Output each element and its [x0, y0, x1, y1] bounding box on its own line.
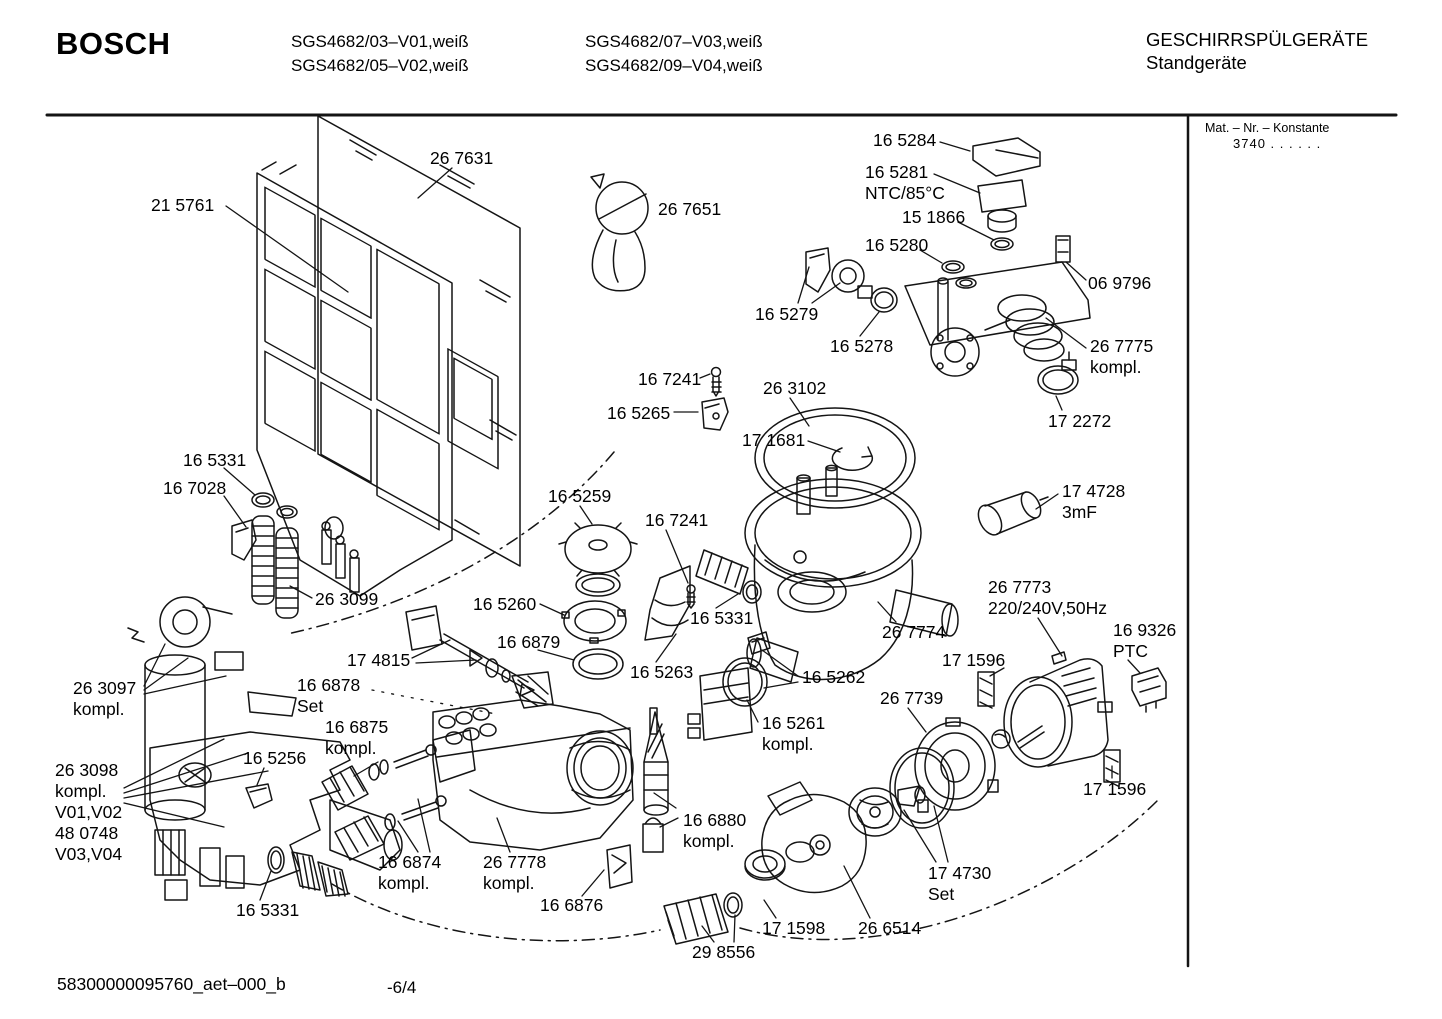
drain-bellows — [663, 892, 743, 945]
inlet-bracket — [644, 565, 691, 641]
part-label-26-3097: 26 3097 kompl. — [73, 678, 137, 719]
part-label-26-7631: 26 7631 — [430, 148, 494, 168]
part-label-17-2272: 17 2272 — [1048, 411, 1112, 431]
tank-panel — [256, 161, 453, 597]
part-label-16-5261: 16 5261 kompl. — [762, 713, 826, 754]
part-label-16-6875: 16 6875 kompl. — [325, 717, 389, 758]
part-label-16-6876: 16 6876 — [540, 895, 604, 915]
part-label-17-4730: 17 4730 Set — [928, 863, 992, 904]
part-label-26-7773: 26 7773 220/240V,50Hz — [988, 577, 1108, 618]
model-variant: SGS4682/09–V04,weiß — [585, 56, 763, 75]
part-label-26-7778: 26 7778 kompl. — [483, 852, 547, 893]
part-label-16-5331-a: 16 5331 — [183, 450, 247, 470]
part-label-16-5280: 16 5280 — [865, 235, 929, 255]
category-title: GESCHIRRSPÜLGERÄTE — [1146, 29, 1369, 50]
part-label-16-6878: 16 6878 Set — [297, 675, 361, 716]
frame-lines — [45, 113, 1398, 968]
part-label-16-6880: 16 6880 kompl. — [683, 810, 747, 851]
softener-assembly — [127, 596, 403, 901]
part-label-16-5331-c: 16 5331 — [236, 900, 300, 920]
part-label-16-5281: 16 5281 NTC/85°C — [865, 162, 945, 203]
part-label-26-7739: 26 7739 — [880, 688, 944, 708]
part-label-26-6514: 26 6514 — [858, 918, 922, 938]
part-label-16-5256: 16 5256 — [243, 748, 307, 768]
capacitor — [977, 491, 1049, 536]
sump-bellows — [695, 549, 762, 604]
mat-nr-label: Mat. – Nr. – Konstante — [1205, 121, 1330, 135]
ntc-sensor-group — [805, 137, 1071, 313]
leader-lines — [123, 141, 1141, 943]
part-label-15-1866: 15 1866 — [902, 207, 966, 227]
ptc-connector — [1131, 667, 1167, 713]
motor — [1003, 651, 1113, 768]
panel-clip — [231, 519, 257, 561]
part-label-16-9326: 16 9326 PTC — [1113, 620, 1177, 661]
part-label-16-5265: 16 5265 — [607, 403, 671, 423]
part-label-26-7651: 26 7651 — [658, 199, 722, 219]
pump-train — [744, 717, 1011, 894]
model-list-right: SGS4682/07–V03,weiß SGS4682/09–V04,weiß — [585, 30, 763, 78]
heater-assembly — [904, 261, 1091, 377]
part-label-06-9796: 06 9796 — [1088, 273, 1152, 293]
document-id: 58300000095760_aet–000_b — [57, 974, 286, 994]
part-label-17-1596-b: 17 1596 — [1083, 779, 1147, 799]
part-label-17-4815: 17 4815 — [347, 650, 411, 670]
part-label-16-6879: 16 6879 — [497, 632, 561, 652]
category-subtitle: Standgeräte — [1146, 52, 1247, 73]
salt-jug — [590, 173, 649, 292]
metering-nozzle — [511, 671, 554, 709]
flow-guides — [286, 451, 1159, 942]
part-label-16-5262: 16 5262 — [802, 667, 866, 687]
mat-nr-value: 3740 . . . . . . — [1233, 136, 1322, 151]
part-label-16-5278: 16 5278 — [830, 336, 894, 356]
sheet-number: -6/4 — [387, 978, 417, 997]
model-variant: SGS4682/05–V02,weiß — [291, 56, 469, 75]
brand-logo: BOSCH — [56, 26, 171, 61]
part-label-26-3099: 26 3099 — [315, 589, 379, 609]
part-label-17-1596-a: 17 1596 — [942, 650, 1006, 670]
screws — [686, 366, 722, 609]
hose-clamp — [1037, 351, 1079, 395]
part-label-16-7241-a: 16 7241 — [638, 369, 702, 389]
part-label-16-7241-b: 16 7241 — [645, 510, 709, 530]
overflow-clip — [701, 397, 729, 431]
dispenser-housing — [432, 699, 634, 851]
part-label-26-3102: 26 3102 — [763, 378, 827, 398]
part-label-16-5279: 16 5279 — [755, 304, 819, 324]
part-label-16-5284: 16 5284 — [873, 130, 937, 150]
springs — [251, 492, 299, 619]
part-label-17-1598: 17 1598 — [762, 918, 826, 938]
model-variant: SGS4682/07–V03,weiß — [585, 32, 763, 51]
part-label-26-7775: 26 7775 kompl. — [1090, 336, 1154, 377]
part-label-16-5259: 16 5259 — [548, 486, 612, 506]
part-label-26-3098: 26 3098 kompl. V01,V02 48 0748 V03,V04 — [55, 760, 123, 864]
rear-panel-outer — [317, 115, 521, 567]
part-label-16-7028: 16 7028 — [163, 478, 227, 498]
part-label-16-5331-b: 16 5331 — [690, 608, 754, 628]
retainer-clips — [977, 671, 1121, 787]
model-list-left: SGS4682/03–V01,weiß SGS4682/05–V02,weiß — [291, 30, 469, 78]
part-label-17-1681: 17 1681 — [742, 430, 806, 450]
part-label-16-6874: 16 6874 kompl. — [378, 852, 442, 893]
part-label-17-4728: 17 4728 3mF — [1062, 481, 1126, 522]
housing-flap — [606, 844, 633, 889]
part-label-26-7774: 26 7774 — [882, 622, 946, 642]
part-label-16-5263: 16 5263 — [630, 662, 694, 682]
model-variant: SGS4682/03–V01,weiß — [291, 32, 469, 51]
funnel-cap-stack — [558, 522, 638, 680]
appliance-category: GESCHIRRSPÜLGERÄTE Standgeräte — [1146, 28, 1368, 74]
inlet-connector — [267, 846, 349, 897]
part-label-29-8556: 29 8556 — [692, 942, 756, 962]
sump-assembly — [744, 407, 959, 683]
part-label-16-5260: 16 5260 — [473, 594, 537, 614]
drain-pump — [687, 631, 771, 741]
part-label-21-5761: 21 5761 — [151, 195, 215, 215]
regen-cartridge — [642, 707, 669, 853]
